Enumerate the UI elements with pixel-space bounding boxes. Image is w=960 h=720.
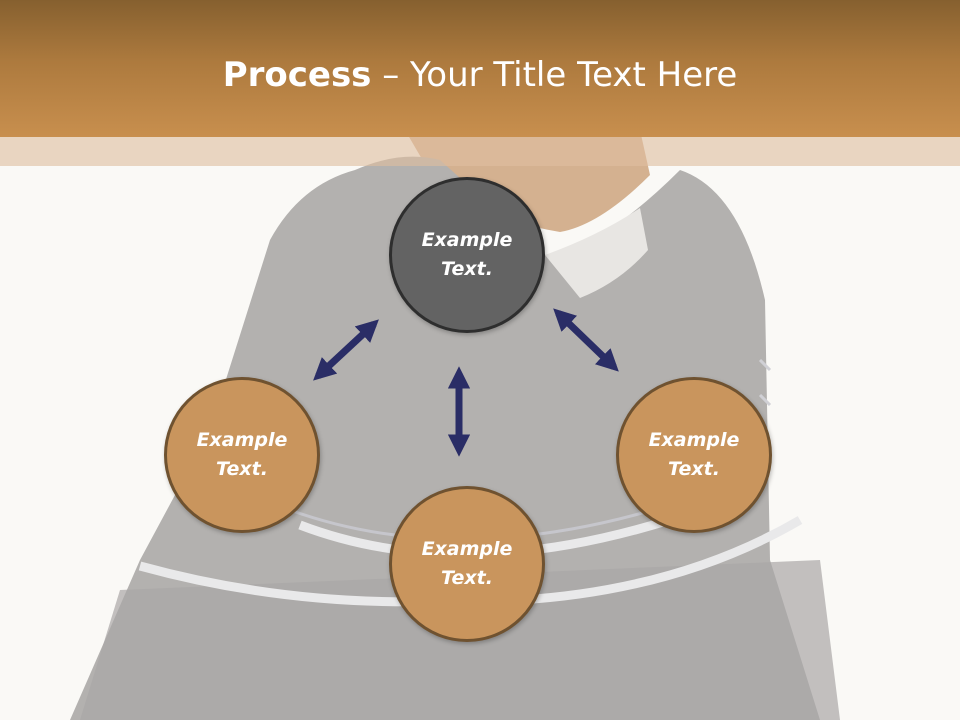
node-right-line1: Example [648,429,740,451]
node-right-line2: Text. [668,458,720,480]
node-left-line2: Text. [216,458,268,480]
title-bar [0,0,960,137]
node-bottom[interactable]: Example Text. [389,486,545,642]
arrow-top-left [313,319,379,381]
node-top-line2: Text. [441,258,493,280]
node-left[interactable]: Example Text. [164,377,320,533]
node-top-line1: Example [421,229,513,251]
node-bottom-line2: Text. [441,567,493,589]
title-bar-strip [0,137,960,166]
node-bottom-line1: Example [421,538,513,560]
node-left-line1: Example [196,429,288,451]
arrow-top-right [553,308,619,372]
slide-title[interactable]: Process – Your Title Text Here [0,52,960,98]
node-right[interactable]: Example Text. [616,377,772,533]
node-top[interactable]: Example Text. [389,177,545,333]
title-bold: Process [222,55,372,95]
title-rest: – Your Title Text Here [371,55,738,95]
